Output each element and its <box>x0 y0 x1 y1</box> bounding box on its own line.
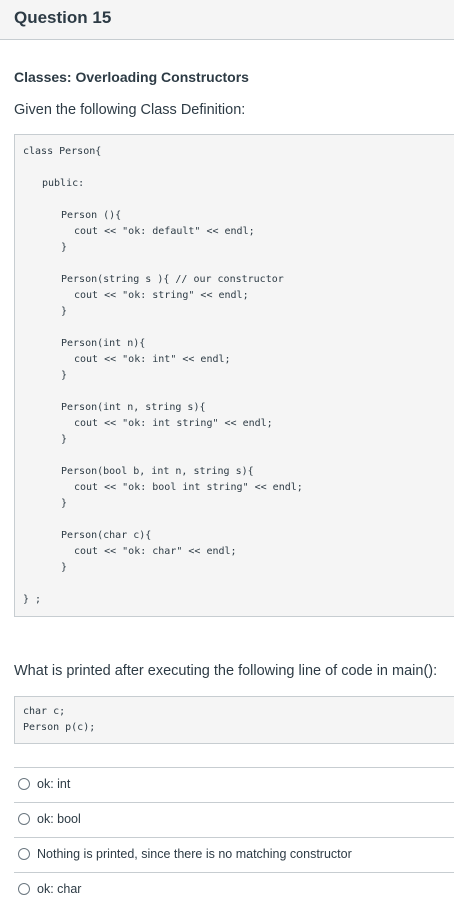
radio-button[interactable] <box>18 883 30 895</box>
code-line: } <box>61 242 68 253</box>
section-title: Classes: Overloading Constructors <box>14 69 249 85</box>
code-line: cout << "ok: int string" << endl; <box>74 418 273 429</box>
code-line: } <box>61 562 68 573</box>
radio-button[interactable] <box>18 778 30 790</box>
code-line: cout << "ok: string" << endl; <box>74 290 249 301</box>
answer-label[interactable]: ok: int <box>37 777 71 791</box>
answer-label[interactable]: ok: bool <box>37 812 81 826</box>
question-header: Question 15 <box>0 0 454 40</box>
code-line: cout << "ok: bool int string" << endl; <box>74 482 303 493</box>
question-text: What is printed after executing the foll… <box>14 663 438 679</box>
code-line: Person(char c){ <box>61 530 152 541</box>
code-line: Person(string s ){ // our constructor <box>61 274 284 285</box>
code-line: } ; <box>23 594 42 605</box>
code-line: Person(int n, string s){ <box>61 402 206 413</box>
code-line: cout << "ok: int" << endl; <box>74 354 231 365</box>
code-line: Person(bool b, int n, string s){ <box>61 466 254 477</box>
code-line: cout << "ok: char" << endl; <box>74 546 237 557</box>
answer-option-ok-int[interactable]: ok: int <box>14 767 454 801</box>
radio-button[interactable] <box>18 813 30 825</box>
code-line: Person(int n){ <box>61 338 146 349</box>
code-line: class Person{ <box>23 146 102 157</box>
code-line: Person (){ <box>61 210 122 221</box>
code-line: } <box>61 370 68 381</box>
class-code-block: class Person{ public: Person (){ cout <<… <box>14 134 454 617</box>
code-line: public: <box>42 178 85 189</box>
code-line: } <box>61 306 68 317</box>
code-line: Person p(c); <box>23 722 96 733</box>
code-line: } <box>61 434 68 445</box>
code-line: char c; <box>23 706 66 717</box>
radio-button[interactable] <box>18 848 30 860</box>
answer-label[interactable]: ok: char <box>37 882 82 896</box>
intro-text: Given the following Class Definition: <box>14 102 246 118</box>
answer-option-nothing-printed[interactable]: Nothing is printed, since there is no ma… <box>14 837 454 871</box>
code-line: } <box>61 498 68 509</box>
answer-option-ok-bool[interactable]: ok: bool <box>14 802 454 836</box>
code-line: cout << "ok: default" << endl; <box>74 226 255 237</box>
answer-label[interactable]: Nothing is printed, since there is no ma… <box>37 847 352 861</box>
main-code-block: char c; Person p(c); <box>14 696 454 744</box>
question-title: Question 15 <box>14 8 112 27</box>
answer-option-ok-char[interactable]: ok: char <box>14 872 454 906</box>
